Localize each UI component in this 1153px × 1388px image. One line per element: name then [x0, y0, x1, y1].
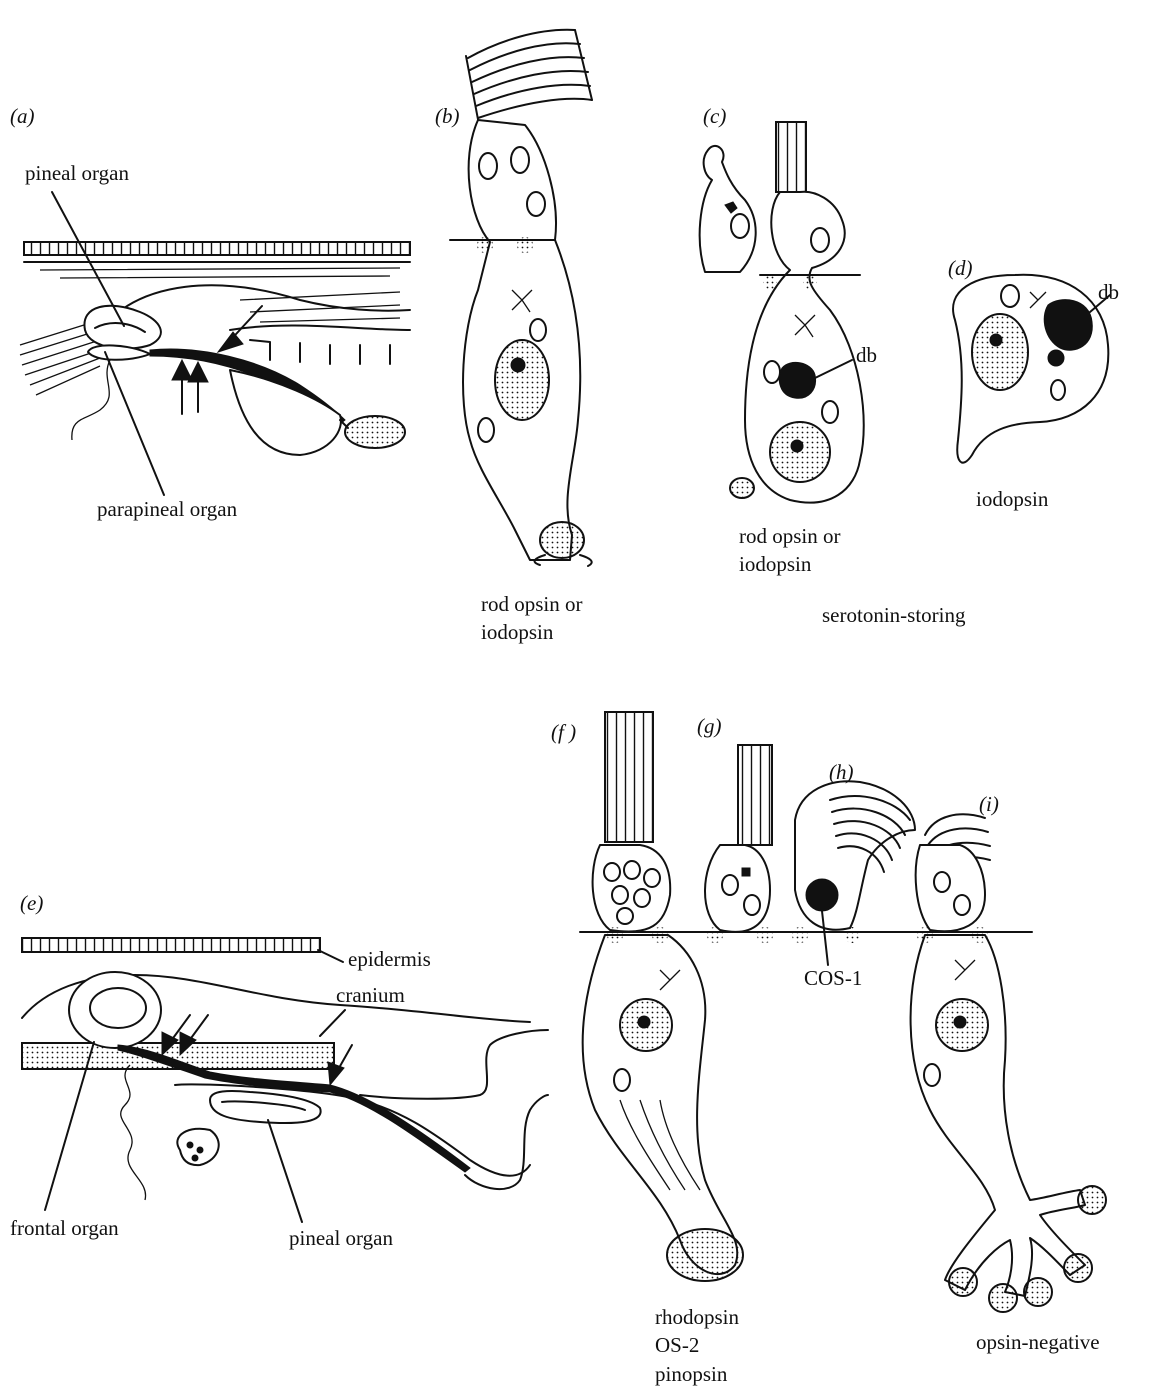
panel-label-b: (b)	[435, 104, 460, 129]
epidermis-strip-e	[22, 938, 320, 952]
panel-c-drawing	[700, 122, 864, 503]
label-cranium: cranium	[336, 983, 405, 1008]
panel-a-drawing	[20, 192, 410, 495]
panel-fghi-drawing	[580, 712, 1106, 1312]
label-frontal-organ: frontal organ	[10, 1216, 119, 1241]
label-b-caption: rod opsin or iodopsin	[481, 590, 583, 647]
label-db-d: db	[1098, 280, 1119, 305]
panel-label-e: (e)	[20, 891, 43, 916]
panel-d-drawing	[953, 275, 1110, 463]
panel-label-h: (h)	[829, 760, 854, 785]
label-serotonin-storing: serotonin-storing	[822, 603, 965, 628]
panel-label-a: (a)	[10, 104, 35, 129]
label-pineal-organ-e: pineal organ	[289, 1226, 393, 1251]
panel-label-i: (i)	[979, 792, 999, 817]
panel-b-drawing	[450, 30, 592, 566]
panel-label-f: (f )	[551, 720, 576, 745]
label-epidermis: epidermis	[348, 947, 431, 972]
label-parapineal-organ: parapineal organ	[97, 497, 237, 522]
label-f-caption: rhodopsin OS-2 pinopsin	[655, 1303, 739, 1388]
label-db-c: db	[856, 343, 877, 368]
label-d-caption: iodopsin	[976, 487, 1048, 512]
panel-e-drawing	[22, 938, 548, 1222]
label-c-caption: rod opsin or iodopsin	[739, 522, 841, 579]
label-cos1: COS-1	[804, 966, 862, 991]
label-i-caption: opsin-negative	[976, 1330, 1100, 1355]
panel-label-g: (g)	[697, 714, 722, 739]
label-pineal-organ-a: pineal organ	[25, 161, 129, 186]
panel-label-c: (c)	[703, 104, 726, 129]
panel-label-d: (d)	[948, 256, 973, 281]
